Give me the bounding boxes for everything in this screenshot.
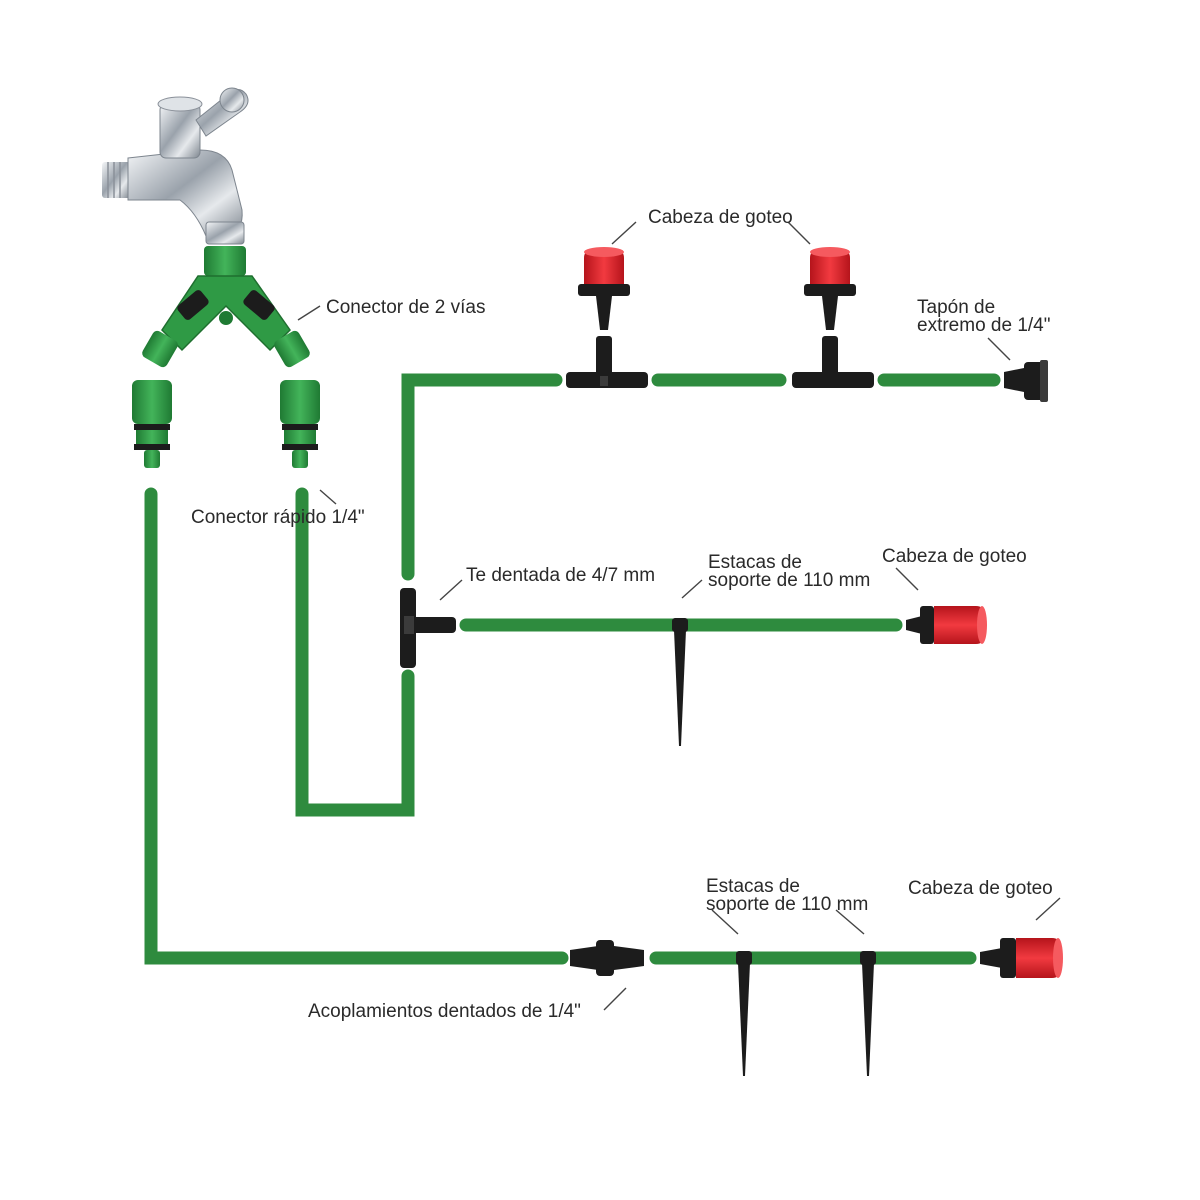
leader-lines <box>297 221 1061 1011</box>
label-stakes-bottom-line1: Estacas de <box>706 876 800 897</box>
label-drip-head-bottom: Cabeza de goteo <box>908 878 1053 899</box>
label-two-way-connector: Conector de 2 vías <box>326 297 485 318</box>
label-stakes-middle-line2: soporte de 110 mm <box>708 570 870 591</box>
label-end-plug-line1: Tapón de <box>917 297 995 318</box>
drip-head-top-2 <box>804 247 856 330</box>
faucet <box>102 87 249 245</box>
end-plug <box>1004 360 1048 402</box>
label-end-plug-line2: extremo de 1/4" <box>917 315 1050 336</box>
barbed-tee-middle <box>400 588 456 668</box>
barbed-tee-top-1 <box>566 336 648 388</box>
tubing <box>144 373 1001 965</box>
label-quick-connector: Conector rápido 1/4" <box>191 507 365 528</box>
drip-head-middle <box>906 606 987 644</box>
drip-head-top-1 <box>578 247 630 330</box>
label-drip-head-middle: Cabeza de goteo <box>882 546 1027 567</box>
label-drip-head-top: Cabeza de goteo <box>648 207 793 228</box>
support-stake-middle <box>672 618 688 746</box>
barbed-coupling <box>570 940 644 976</box>
quick-connector-left <box>132 380 172 468</box>
quick-connector-right <box>280 380 320 468</box>
support-stake-bottom-1 <box>736 951 752 1076</box>
label-stakes-middle-line1: Estacas de <box>708 552 802 573</box>
two-way-connector <box>142 246 310 368</box>
barbed-tee-top-2 <box>792 336 874 388</box>
drip-head-bottom <box>980 938 1063 978</box>
label-barbed-couplings: Acoplamientos dentados de 1/4" <box>308 1001 581 1022</box>
support-stake-bottom-2 <box>860 951 876 1076</box>
label-barbed-tee: Te dentada de 4/7 mm <box>466 565 655 586</box>
label-stakes-bottom-line2: soporte de 110 mm <box>706 894 868 915</box>
